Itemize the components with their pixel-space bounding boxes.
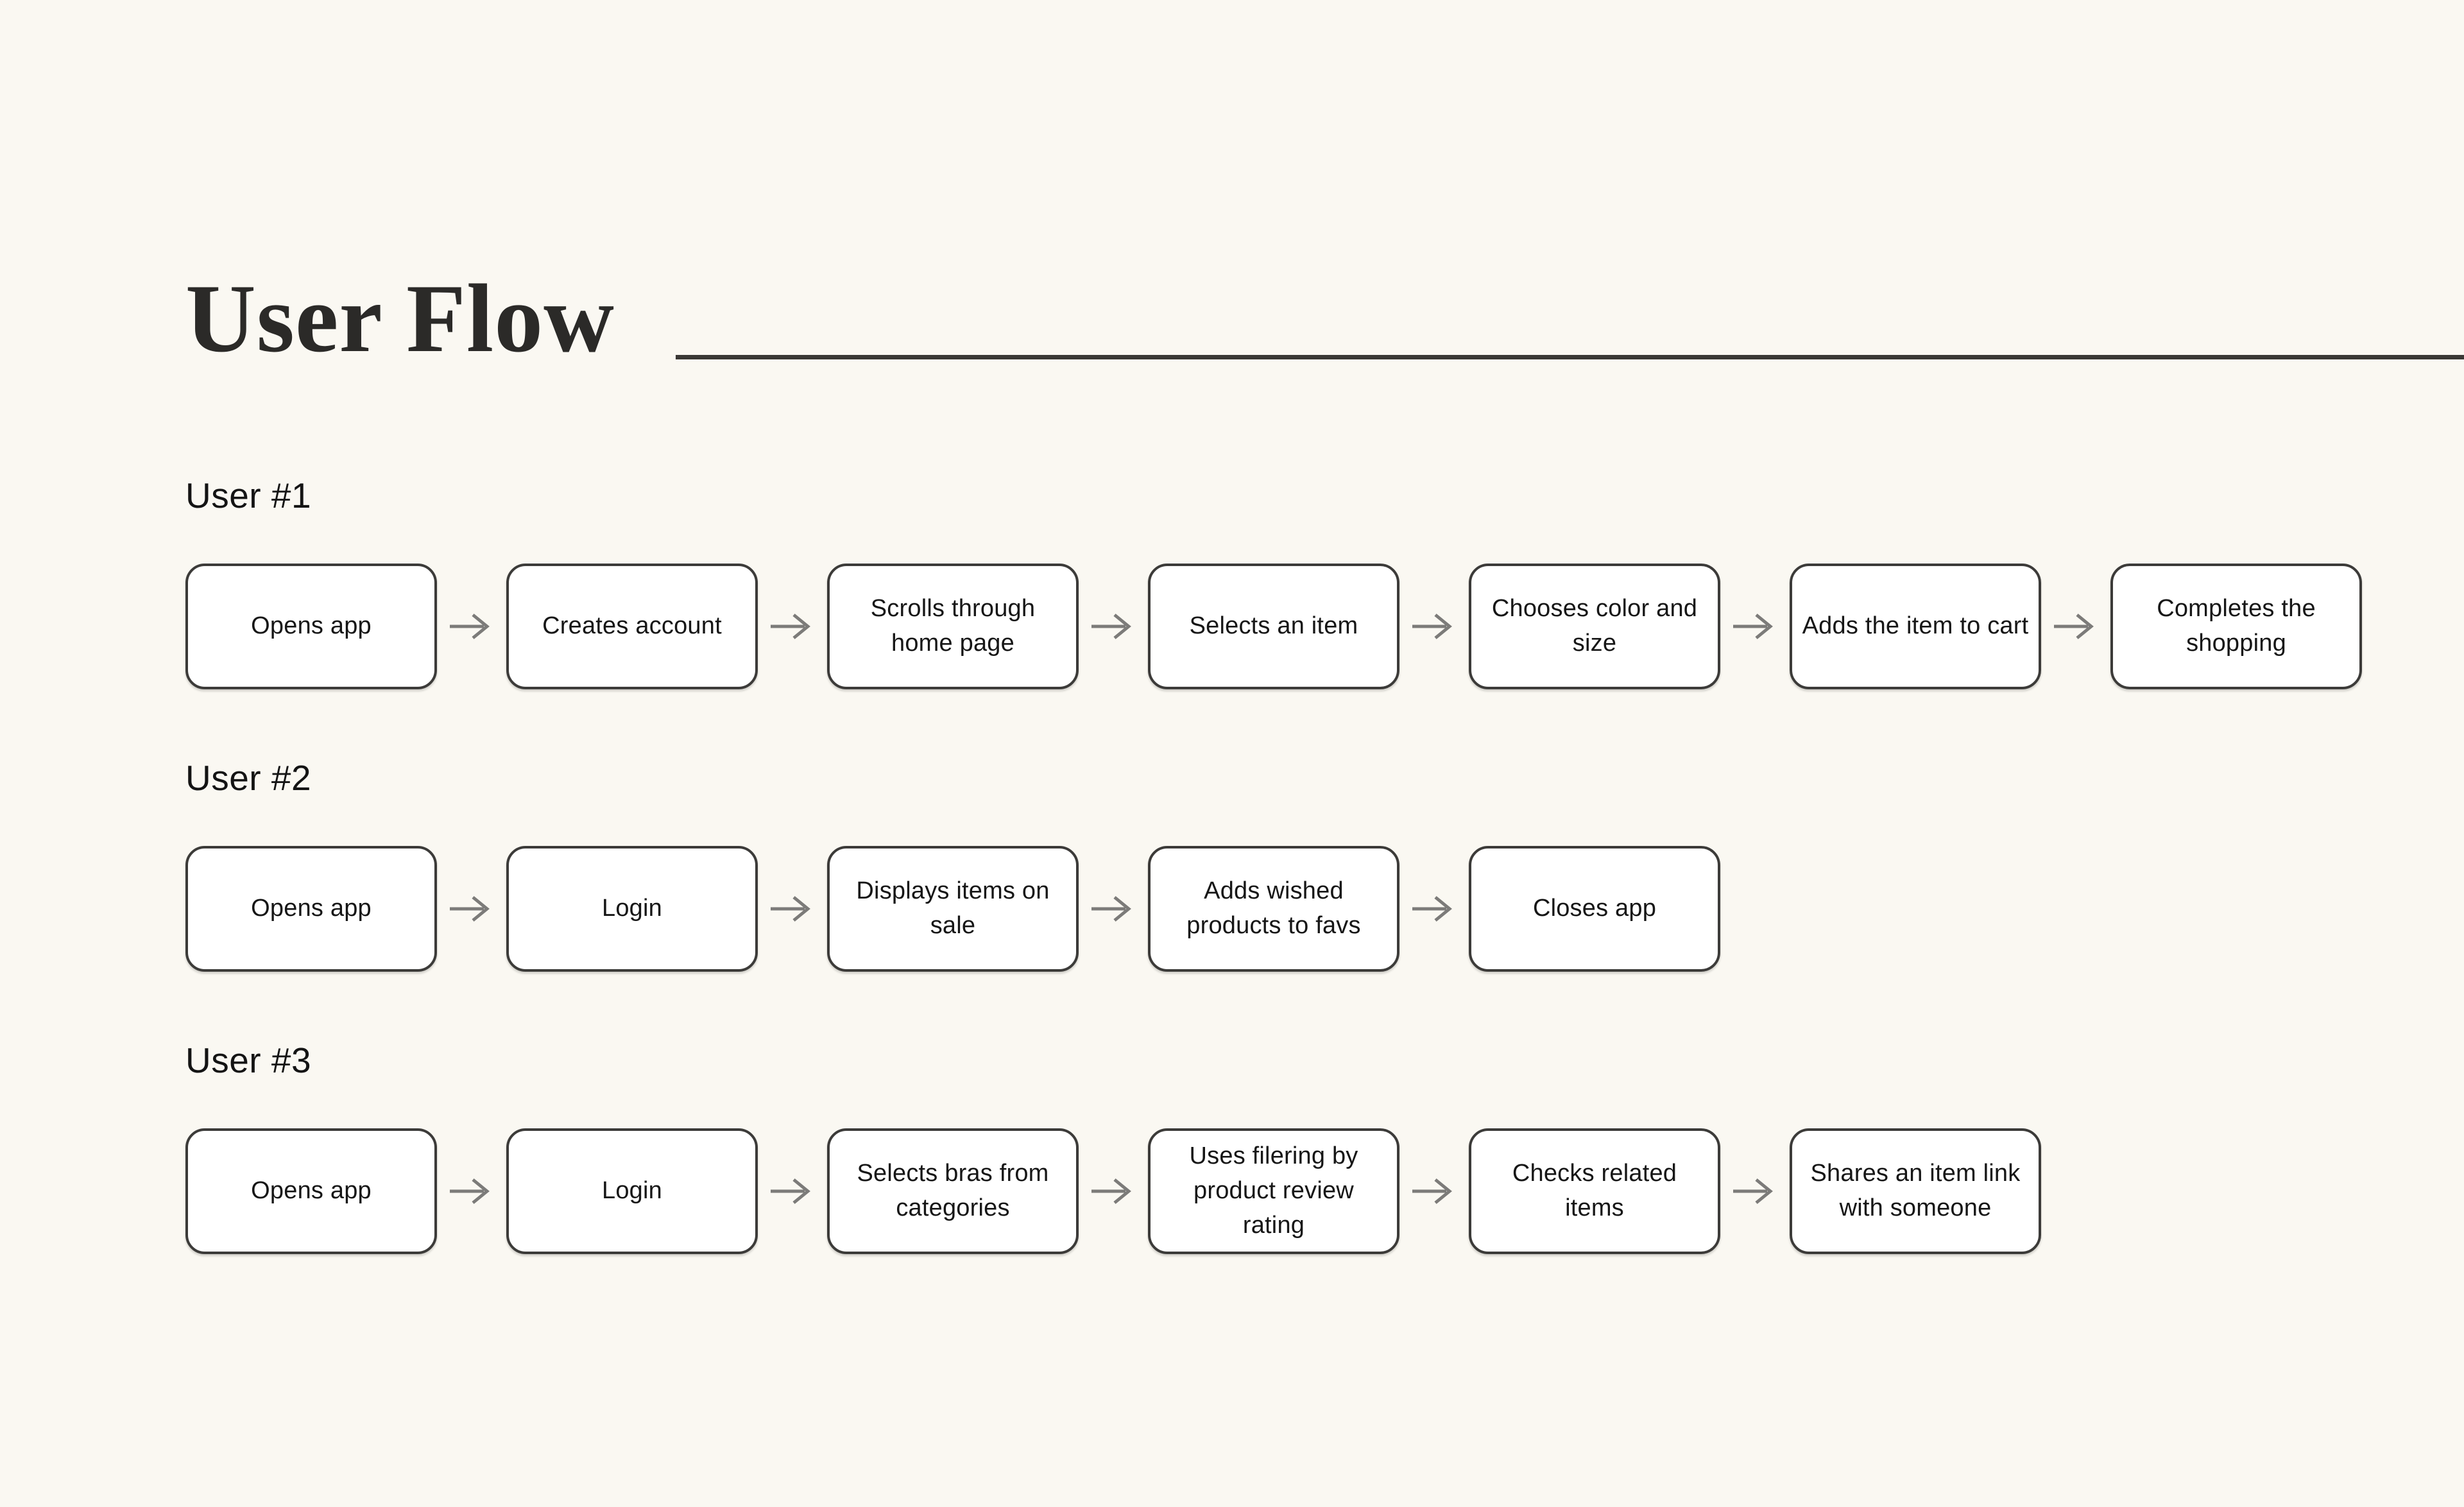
header: User Flow [0,0,2464,367]
flow-step-box: Chooses color and size [1469,564,1720,689]
flow-step-box: Selects bras from categories [827,1128,1079,1254]
flow-step-label: Adds the item to cart [1802,612,2029,640]
flow-step-box: Opens app [185,846,437,972]
flow-section: User #1 Opens app Creates account Scroll… [185,474,2464,689]
arrow-cell [437,1177,506,1205]
flow-step-label: Uses filering by product review rating [1189,1142,1358,1239]
flows: User #1 Opens app Creates account Scroll… [0,474,2464,1254]
right-arrow-icon [450,896,490,922]
flow-heading: User #2 [185,758,312,798]
flow-heading: User #1 [185,476,312,515]
flow-row: Opens app Login Selects bras from catego… [185,1128,2464,1254]
right-arrow-icon [1412,614,1452,639]
right-arrow-icon [1091,614,1131,639]
flow-step-label: Selects an item [1189,612,1358,640]
arrow-cell [437,895,506,923]
flow-step-box: Uses filering by product review rating [1148,1128,1399,1254]
flow-step-label: Opens app [251,1177,372,1205]
flow-step-label: Closes app [1532,895,1657,922]
arrow-cell [1720,1177,1790,1205]
right-arrow-icon [771,1178,810,1204]
arrow-cell [1079,895,1148,923]
right-arrow-icon [1091,1178,1131,1204]
arrow-cell [1399,612,1469,641]
flow-step-label: Login [602,1177,662,1205]
arrow-cell [1079,612,1148,641]
flow-step-box: Opens app [185,564,437,689]
flow-step-box: Login [506,1128,758,1254]
flow-step-label: Scrolls through home page [870,595,1036,657]
right-arrow-icon [2054,614,2094,639]
right-arrow-icon [771,896,810,922]
flow-row: Opens app Creates account Scrolls throug… [185,564,2464,689]
flow-section: User #3 Opens app Login Selects bras fro… [185,1039,2464,1254]
flow-section: User #2 Opens app Login Displays items o… [185,757,2464,972]
arrow-cell [1399,895,1469,923]
flow-step-box: Creates account [506,564,758,689]
flow-step-box: Adds the item to cart [1790,564,2041,689]
flow-step-box: Scrolls through home page [827,564,1079,689]
flow-step-label: Displays items on sale [856,877,1050,939]
flow-step-box: Displays items on sale [827,846,1079,972]
flow-step-label: Opens app [251,895,372,922]
right-arrow-icon [1733,614,1773,639]
arrow-cell [758,612,827,641]
flow-step-label: Adds wished products to favs [1186,877,1361,939]
flow-step-label: Checks related items [1512,1160,1677,1221]
flow-step-label: Opens app [251,612,372,640]
flow-step-box: Opens app [185,1128,437,1254]
flow-heading: User #3 [185,1040,312,1080]
page-title: User Flow [185,264,615,372]
flow-step-box: Login [506,846,758,972]
arrow-cell [758,895,827,923]
right-arrow-icon [1733,1178,1773,1204]
flow-step-box: Adds wished products to favs [1148,846,1399,972]
right-arrow-icon [450,1178,490,1204]
arrow-cell [1399,1177,1469,1205]
flow-step-label: Selects bras from categories [857,1160,1049,1221]
arrow-cell [2041,612,2110,641]
arrow-cell [1720,612,1790,641]
right-arrow-icon [450,614,490,639]
flow-step-box: Selects an item [1148,564,1399,689]
arrow-cell [758,1177,827,1205]
right-arrow-icon [1412,896,1452,922]
flow-step-label: Shares an item link with someone [1810,1160,2021,1221]
right-arrow-icon [771,614,810,639]
flow-step-box: Shares an item link with someone [1790,1128,2041,1254]
flow-step-box: Checks related items [1469,1128,1720,1254]
flow-step-label: Completes the shopping [2157,595,2316,657]
flow-step-label: Chooses color and size [1491,595,1698,657]
arrow-cell [437,612,506,641]
flow-step-label: Creates account [542,612,722,640]
flow-row: Opens app Login Displays items on sale A… [185,846,2464,972]
flow-step-label: Login [602,895,662,922]
flow-step-box: Closes app [1469,846,1720,972]
right-arrow-icon [1412,1178,1452,1204]
flow-step-box: Completes the shopping [2110,564,2362,689]
arrow-cell [1079,1177,1148,1205]
right-arrow-icon [1091,896,1131,922]
title-rule [675,355,2464,359]
